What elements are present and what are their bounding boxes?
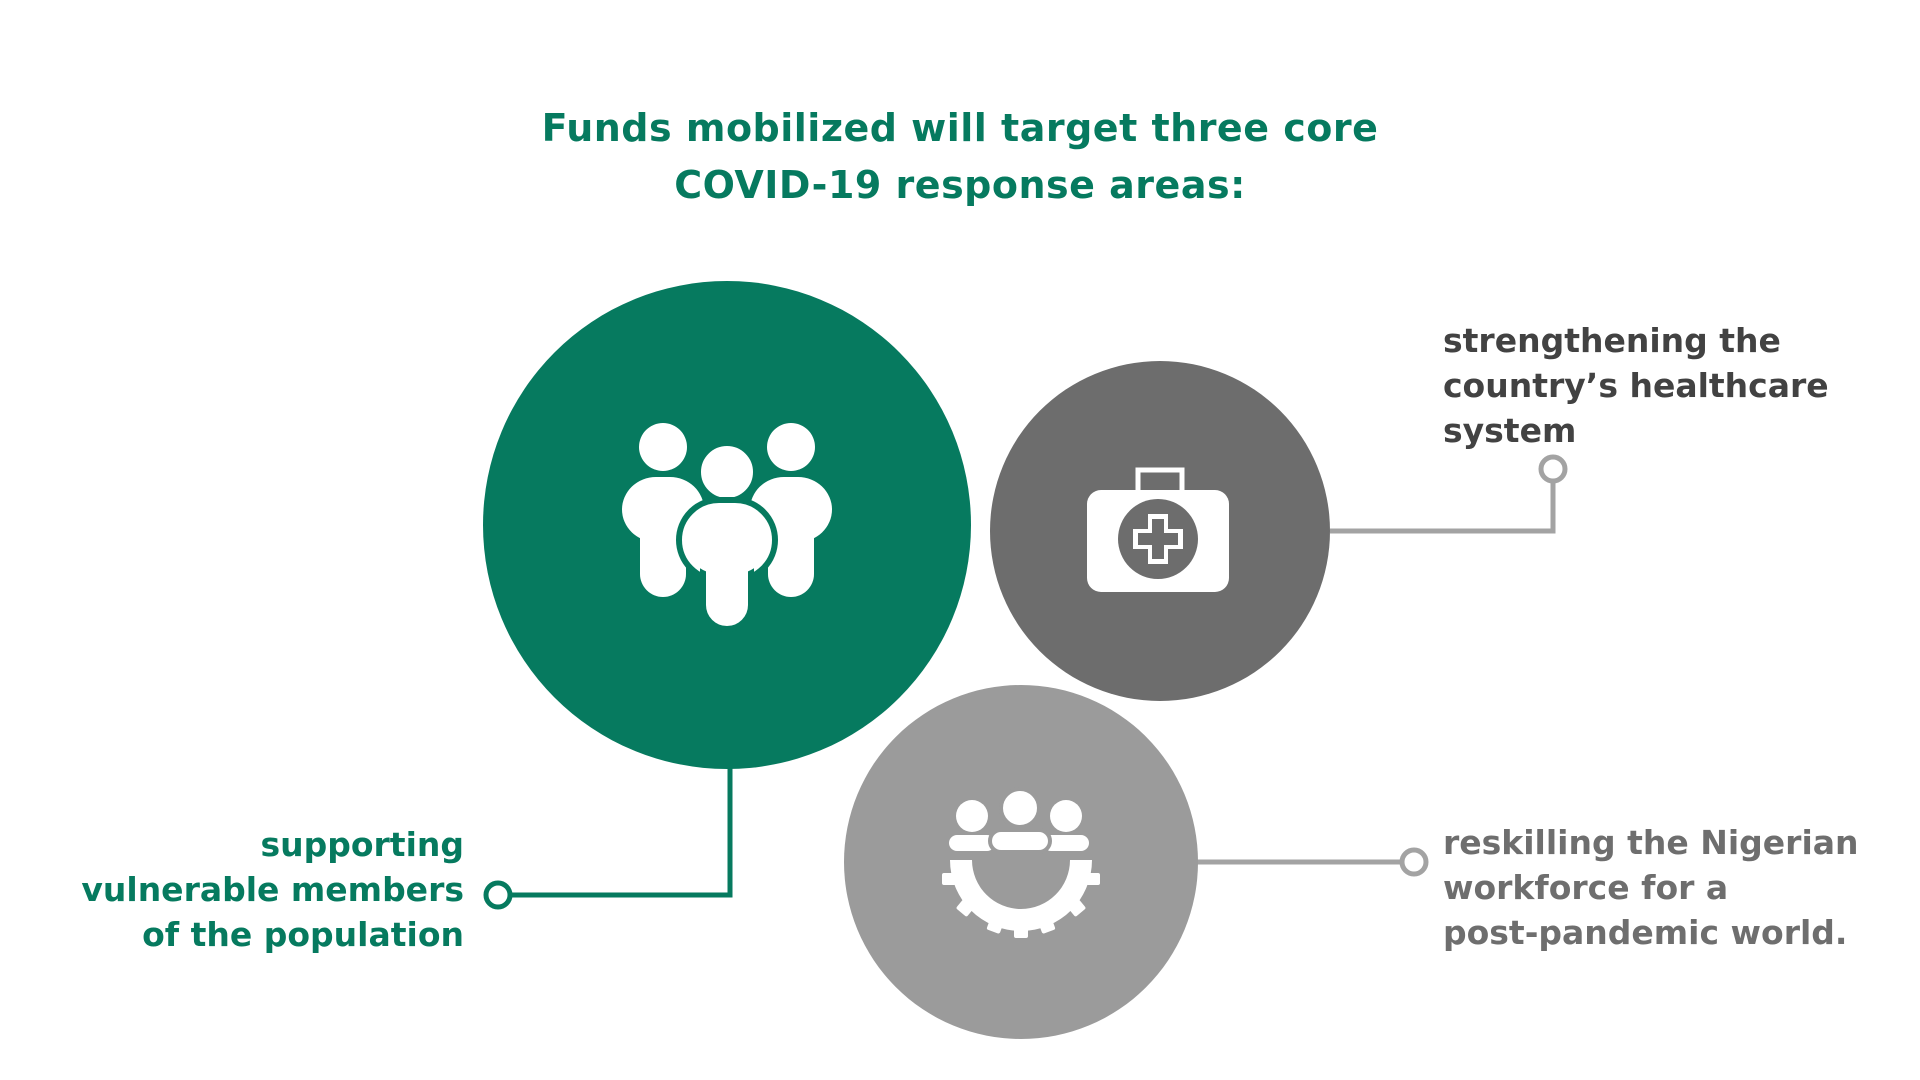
label-healthcare-system: strengthening the country’s healthcare s…: [1443, 318, 1829, 453]
label-line: country’s healthcare: [1443, 366, 1829, 405]
label-line: post-pandemic world.: [1443, 913, 1848, 952]
label-line: workforce for a: [1443, 868, 1729, 907]
label-line: strengthening the: [1443, 321, 1781, 360]
title-line-1: Funds mobilized will target three core: [541, 106, 1379, 150]
connector-reskilling: [1192, 847, 1429, 877]
label-line: system: [1443, 411, 1577, 450]
label-vulnerable-members: supporting vulnerable members of the pop…: [81, 822, 464, 957]
people-group-icon: [622, 423, 832, 632]
label-reskilling-workforce: reskilling the Nigerian workforce for a …: [1443, 820, 1859, 955]
reskilling-circle: [844, 685, 1198, 1039]
title-line-2: COVID-19 response areas:: [674, 163, 1246, 207]
label-line: reskilling the Nigerian: [1443, 823, 1859, 862]
connector-healthcare: [1330, 454, 1568, 534]
label-line: supporting: [260, 825, 464, 864]
label-line: of the population: [142, 915, 464, 954]
medical-kit-icon: [1087, 467, 1229, 592]
label-line: vulnerable members: [81, 870, 464, 909]
page-title: Funds mobilized will target three core C…: [460, 100, 1460, 214]
connector-vulnerable: [483, 760, 733, 910]
workforce-gear-icon: [942, 787, 1100, 938]
